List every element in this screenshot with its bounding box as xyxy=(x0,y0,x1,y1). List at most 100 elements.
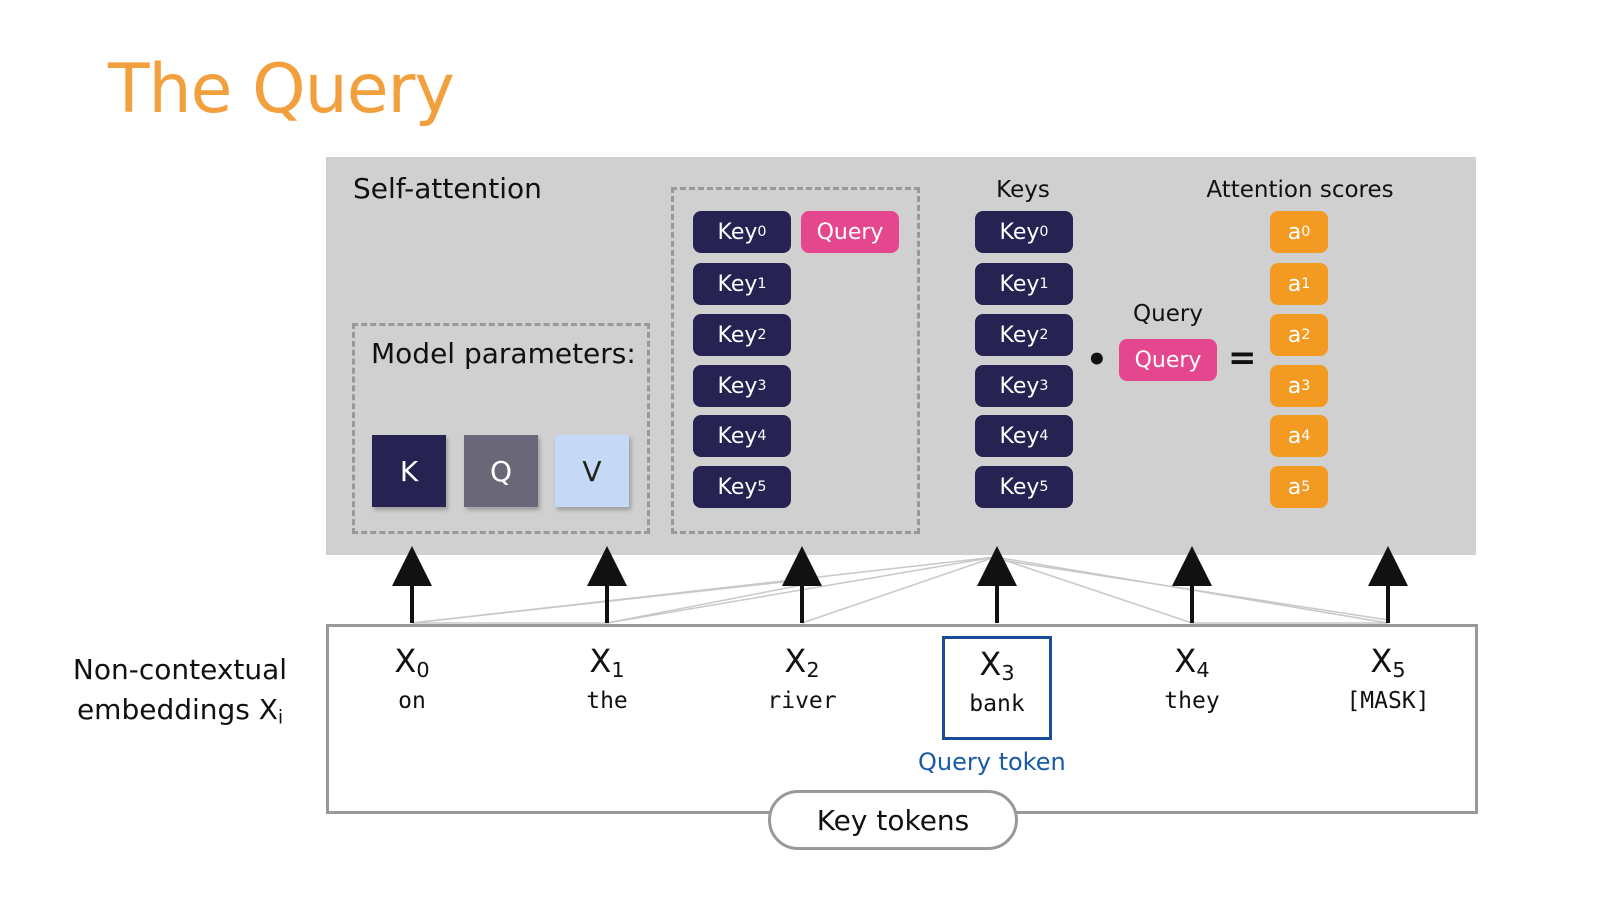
middle-key-pill-sub: 0 xyxy=(757,224,767,240)
token-word: [MASK] xyxy=(1346,688,1430,715)
query-pill-right: Query xyxy=(1119,339,1217,381)
token-symbol-sub: 0 xyxy=(416,658,430,683)
token-symbol-sub: 2 xyxy=(806,658,820,683)
query-token-label: Query token xyxy=(918,748,1066,776)
query-pill-right-label: Query xyxy=(1134,347,1202,373)
token-symbol-base: X xyxy=(784,642,807,680)
slide-title: The Query xyxy=(108,50,455,129)
keys-column-pill-sub: 3 xyxy=(1039,378,1049,394)
attention-score-pill-base: a xyxy=(1287,423,1302,449)
token-symbol: X1 xyxy=(552,642,662,682)
token-symbol: X4 xyxy=(1137,642,1247,682)
attention-score-pill-base: a xyxy=(1287,373,1302,399)
keys-column-pill-sub: 2 xyxy=(1039,327,1049,343)
key-query-output-box xyxy=(671,187,920,534)
token-cell: X1 the xyxy=(552,642,662,714)
attention-score-pill-sub: 4 xyxy=(1301,428,1311,444)
attention-score-pill-base: a xyxy=(1287,474,1302,500)
middle-key-pill-base: Key xyxy=(717,474,758,500)
token-symbol-sub: 4 xyxy=(1196,658,1210,683)
param-k: K xyxy=(372,435,446,507)
keys-column-pill-base: Key xyxy=(999,373,1040,399)
token-symbol: X2 xyxy=(747,642,857,682)
nc-label-line2: embeddings Xi xyxy=(60,690,300,739)
middle-key-pill-sub: 4 xyxy=(757,428,767,444)
token-symbol: X0 xyxy=(357,642,467,682)
token-symbol: X3 xyxy=(945,645,1049,685)
query-pill-middle-label: Query xyxy=(816,219,884,245)
token-word: they xyxy=(1164,688,1220,715)
dot-operator: • xyxy=(1086,340,1108,380)
keys-column-pill-base: Key xyxy=(999,423,1040,449)
token-word: the xyxy=(586,688,628,715)
token-symbol-base: X xyxy=(589,642,612,680)
attention-score-pill-sub: 3 xyxy=(1301,378,1311,394)
embeddings-box xyxy=(326,624,1478,814)
keys-column-pill-sub: 1 xyxy=(1039,276,1049,292)
nc-label-line1: Non-contextual xyxy=(72,653,288,686)
key-tokens-label-text: Key tokens xyxy=(816,803,970,837)
token-cell: X0 on xyxy=(357,642,467,714)
attention-score-pill-sub: 1 xyxy=(1301,276,1311,292)
token-symbol-sub: 5 xyxy=(1392,658,1406,683)
token-symbol-base: X xyxy=(394,642,417,680)
token-symbol-base: X xyxy=(1370,642,1393,680)
token-symbol-base: X xyxy=(1174,642,1197,680)
model-parameters-label: Model parameters: xyxy=(371,337,636,370)
model-parameters-box xyxy=(352,323,650,534)
keys-column-pill-base: Key xyxy=(999,322,1040,348)
middle-key-pill-base: Key xyxy=(717,322,758,348)
middle-key-pill-base: Key xyxy=(717,423,758,449)
middle-key-pill-base: Key xyxy=(717,271,758,297)
middle-key-pill-sub: 2 xyxy=(757,327,767,343)
token-word: bank xyxy=(969,691,1025,718)
attention-score-pill-sub: 5 xyxy=(1301,479,1311,495)
attention-score-pill-base: a xyxy=(1287,322,1302,348)
query-header: Query xyxy=(1133,301,1203,327)
token-cell: X5 [MASK] xyxy=(1333,642,1443,714)
keys-column-pill-sub: 5 xyxy=(1039,479,1049,495)
nc-label-line2-base: embeddings X xyxy=(76,693,278,726)
token-symbol-sub: 1 xyxy=(611,658,625,683)
token-symbol: X5 xyxy=(1333,642,1443,682)
attention-score-pill-base: a xyxy=(1287,271,1302,297)
attention-score-pill-base: a xyxy=(1287,219,1302,245)
param-q: Q xyxy=(464,435,538,507)
attention-fan-lines xyxy=(411,556,1389,624)
middle-key-pill-base: Key xyxy=(717,219,758,245)
query-token-cell: X3 bank xyxy=(942,636,1052,740)
attention-score-pill-sub: 2 xyxy=(1301,327,1311,343)
key-tokens-label: Key tokens xyxy=(768,790,1018,850)
equals-operator: = xyxy=(1228,338,1257,378)
attention-scores-header: Attention scores xyxy=(1206,177,1394,203)
keys-column-pill-base: Key xyxy=(999,474,1040,500)
token-symbol-sub: 3 xyxy=(1001,661,1015,686)
param-v: V xyxy=(555,435,629,507)
token-word: on xyxy=(398,688,426,715)
token-cell: X4 they xyxy=(1137,642,1247,714)
self-attention-label: Self-attention xyxy=(353,172,542,205)
middle-key-pill-sub: 3 xyxy=(757,378,767,394)
middle-key-pill-sub: 1 xyxy=(757,276,767,292)
keys-column-pill-base: Key xyxy=(999,219,1040,245)
nc-label-line2-sub: i xyxy=(277,707,284,729)
